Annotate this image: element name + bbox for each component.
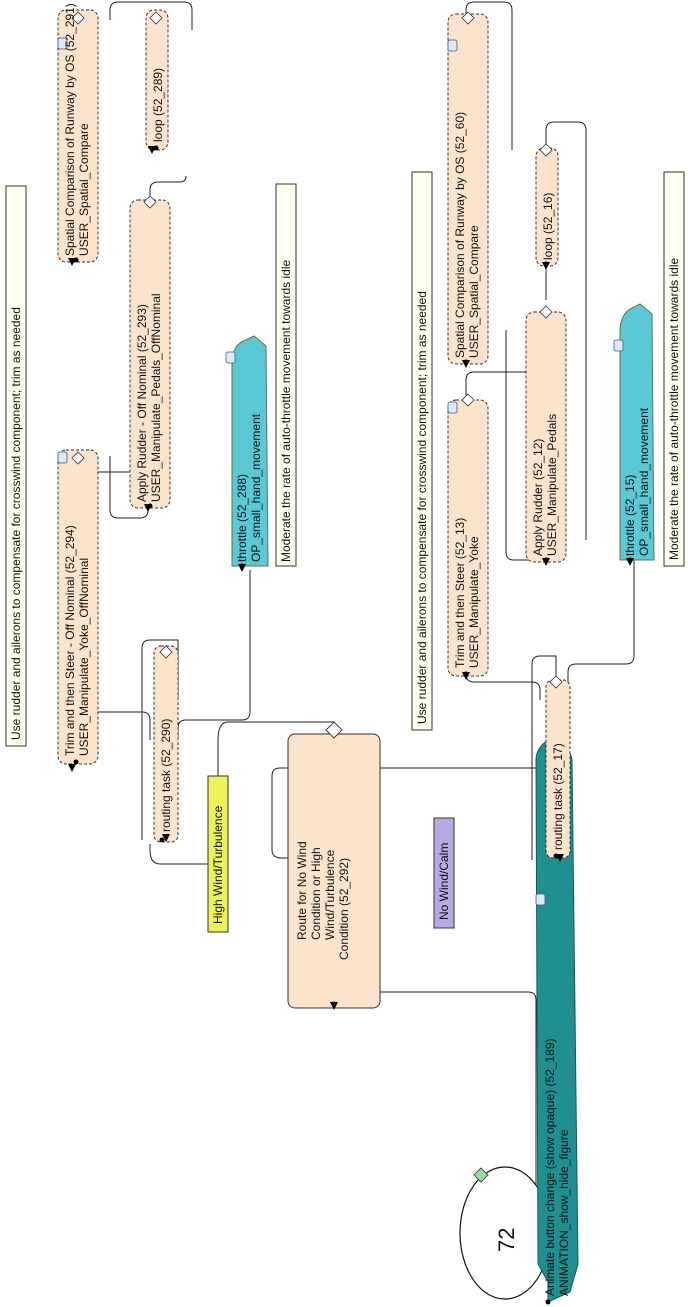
node-number-badge: 72 xyxy=(459,1166,551,1300)
m-node-icon xyxy=(71,11,85,25)
task-spatial-60[interactable]: Spatial Comparison of Runway by OS (52_6… xyxy=(447,11,489,365)
svg-text:throttle (52_288): throttle (52_288) xyxy=(235,474,249,562)
model-icon xyxy=(447,401,458,414)
model-icon xyxy=(613,339,624,352)
svg-text:Moderate the rate of auto-thro: Moderate the rate of auto-throttle movem… xyxy=(667,258,681,560)
svg-text:Use rudder and ailerons to com: Use rudder and ailerons to compensate fo… xyxy=(415,291,429,724)
svg-text:Moderate the rate of auto-thro: Moderate the rate of auto-throttle movem… xyxy=(279,260,293,562)
model-icon xyxy=(57,451,68,464)
svg-text:loop (52_289): loop (52_289) xyxy=(151,68,165,142)
branch-label-calm: No Wind/Calm xyxy=(433,817,455,929)
svg-text:Apply Rudder - Off Nominal (52: Apply Rudder - Off Nominal (52_293) xyxy=(135,304,149,502)
routing-task-high[interactable]: routing task (52_290) xyxy=(153,645,179,843)
route-decision-node[interactable]: Route for No Wind Condition or High Wind… xyxy=(287,721,381,1009)
note-idle-calm: Moderate the rate of auto-throttle movem… xyxy=(663,171,685,567)
decision-diamond-icon xyxy=(325,721,343,739)
svg-text:Trim and then Steer - Off Nomi: Trim and then Steer - Off Nominal (52_29… xyxy=(63,525,77,756)
model-icon xyxy=(535,893,546,906)
svg-text:USER_Manipulate_Yoke: USER_Manipulate_Yoke xyxy=(467,536,481,668)
svg-text:Apply Rudder (52_12): Apply Rudder (52_12) xyxy=(531,439,545,556)
note-idle-high: Moderate the rate of auto-throttle movem… xyxy=(275,183,297,567)
routing-high-label: routing task (52_290) xyxy=(159,719,173,832)
m-node-icon xyxy=(539,143,553,157)
task-loop-16[interactable]: loop (52_16) xyxy=(535,143,559,267)
note-crosswind-high: Use rudder and ailerons to compensate fo… xyxy=(5,185,27,747)
task-throttle-15[interactable]: throttle (52_15) OP_small_hand_movement xyxy=(613,303,655,563)
route-line3: Wind/Turbulence xyxy=(323,849,337,940)
svg-text:OP_small_hand_movement: OP_small_hand_movement xyxy=(637,407,651,556)
model-icon xyxy=(57,37,68,50)
route-line1: Route for No Wind xyxy=(295,841,309,940)
task-trim-13[interactable]: Trim and then Steer (52_13) USER_Manipul… xyxy=(447,393,489,677)
model-badge-icon xyxy=(473,1167,489,1183)
route-line2: Condition or High xyxy=(309,847,323,940)
animate-line1: Animate button change (show opaque) (52_… xyxy=(543,1038,557,1296)
svg-text:USER_Manipulate_Pedals_OffNomi: USER_Manipulate_Pedals_OffNominal xyxy=(149,293,163,502)
m-node-icon xyxy=(143,195,157,209)
route-line4: Condition (52_292) xyxy=(337,858,351,960)
m-node-icon xyxy=(461,11,475,25)
animate-line2: ANIMATION_show_hide_figure xyxy=(557,1129,571,1296)
svg-text:USER_Manipulate_Yoke_OffNomina: USER_Manipulate_Yoke_OffNominal xyxy=(77,558,91,756)
task-spatial-291[interactable]: Spatial Comparison of Runway by OS (52_2… xyxy=(57,3,99,263)
m-node-icon xyxy=(549,675,563,689)
task-loop-289[interactable]: loop (52_289) xyxy=(145,9,169,151)
svg-text:throttle (52_15): throttle (52_15) xyxy=(623,475,637,556)
routing-task-calm[interactable]: routing task (52_17) xyxy=(545,675,571,859)
task-trim-offnominal[interactable]: Trim and then Steer - Off Nominal (52_29… xyxy=(57,449,99,765)
svg-text:Spatial Comparison of Runway b: Spatial Comparison of Runway by OS (52_6… xyxy=(453,112,467,358)
model-icon xyxy=(447,39,458,52)
branch-label-high: High Wind/Turbulence xyxy=(207,775,229,933)
svg-text:USER_Spatial_Compare: USER_Spatial_Compare xyxy=(77,123,91,256)
svg-text:USER_Spatial_Compare: USER_Spatial_Compare xyxy=(467,225,481,358)
svg-text:routing task (52_17): routing task (52_17) xyxy=(551,743,565,850)
svg-text:loop (52_16): loop (52_16) xyxy=(541,193,555,260)
model-icon xyxy=(225,351,236,364)
svg-text:OP_small_hand_movement: OP_small_hand_movement xyxy=(249,413,263,562)
svg-text:Use rudder and ailerons to com: Use rudder and ailerons to compensate fo… xyxy=(9,307,23,740)
arrowheads xyxy=(68,146,634,1010)
svg-text:High Wind/Turbulence: High Wind/Turbulence xyxy=(211,805,225,924)
svg-text:Spatial Comparison of Runway b: Spatial Comparison of Runway by OS (52_2… xyxy=(63,3,77,256)
animate-button-node[interactable]: Animate button change (show opaque) (52_… xyxy=(473,737,579,1305)
badge-number: 72 xyxy=(494,1228,519,1252)
m-node-icon xyxy=(461,393,475,407)
task-throttle-288[interactable]: throttle (52_288) OP_small_hand_movement xyxy=(225,335,269,569)
m-node-icon xyxy=(149,11,163,25)
m-node-icon xyxy=(159,645,173,659)
svg-text:Trim and then Steer (52_13): Trim and then Steer (52_13) xyxy=(453,518,467,668)
svg-text:No Wind/Calm: No Wind/Calm xyxy=(437,843,451,920)
m-node-icon xyxy=(539,305,553,319)
task-rudder-offnominal[interactable]: Apply Rudder - Off Nominal (52_293) USER… xyxy=(129,195,171,509)
note-crosswind-calm: Use rudder and ailerons to compensate fo… xyxy=(411,171,433,731)
svg-text:USER_Manipulate_Pedals: USER_Manipulate_Pedals xyxy=(545,414,559,556)
task-rudder-12[interactable]: Apply Rudder (52_12) USER_Manipulate_Ped… xyxy=(525,305,567,563)
m-node-icon xyxy=(71,451,85,465)
